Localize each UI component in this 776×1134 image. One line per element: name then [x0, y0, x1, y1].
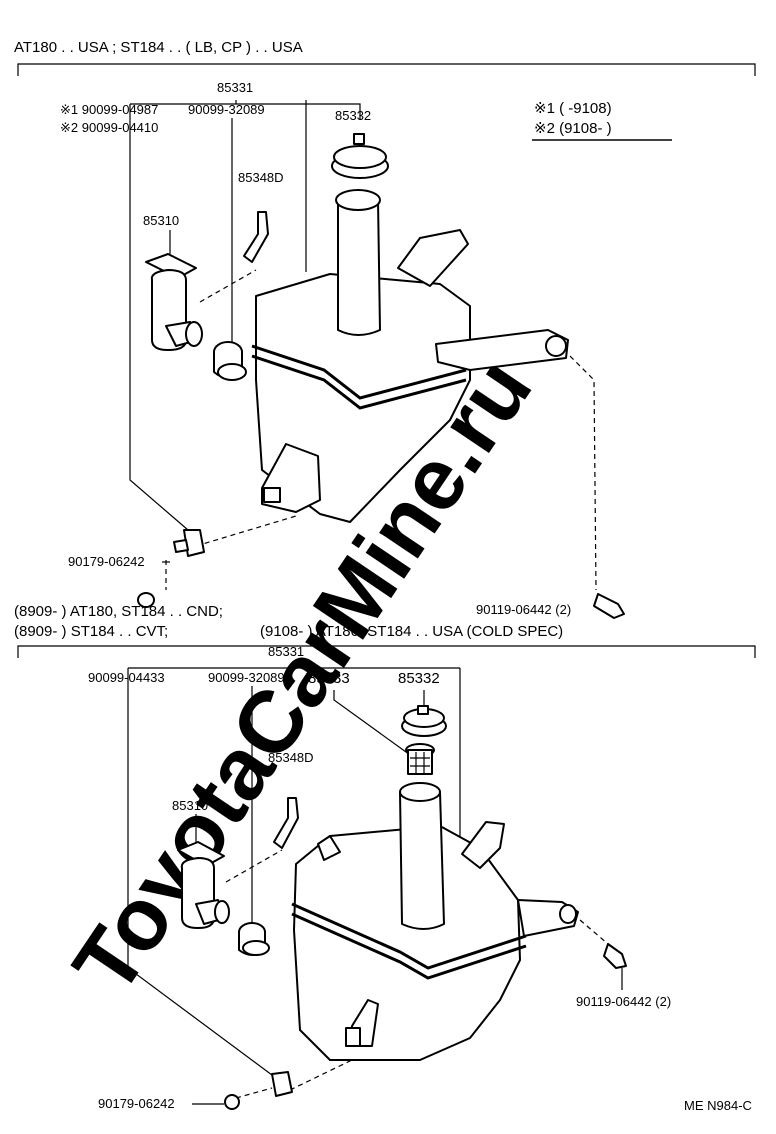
label-cap-b: 85332 [398, 670, 440, 687]
legend-note1: ※1 ( -9108) [534, 100, 612, 117]
label-bolt-b: 90119-06442 (2) [576, 994, 671, 1009]
leader-85331-b [127, 662, 461, 1079]
diagram-code: ME N984-C [684, 1098, 752, 1113]
condition-1: (8909- ) AT180, ST184 . . CND; [14, 603, 223, 620]
dash-bracket [195, 515, 297, 547]
label-note1-part: ※1 90099-04987 [60, 102, 158, 117]
condition-2a: (8909- ) ST184 . . CVT; [14, 623, 168, 640]
condition-2b: (9108- ) AT180, ST184 . . USA (COLD SPEC… [260, 623, 563, 640]
bolt-fastener-b [603, 943, 627, 969]
label-nut-b: 90179-06242 [98, 1096, 175, 1111]
section-2: (8909- ) AT180, ST184 . . CND; (8909- ) … [14, 603, 756, 1111]
washer-hose [243, 211, 269, 263]
reservoir-cap-b [401, 705, 447, 737]
dash-nut-b [235, 1087, 273, 1099]
dash-hose-pump [199, 269, 257, 303]
washer-reservoir-b [291, 782, 579, 1061]
washer-pump [145, 253, 203, 351]
section-1: AT180 . . USA ; ST184 . . ( LB, CP ) . .… [14, 39, 756, 619]
leader-85332 [306, 103, 361, 120]
label-pump-b: 85310 [172, 798, 208, 813]
leader-85331 [129, 100, 307, 531]
label-pump-bracket: 90099-04433 [88, 670, 165, 685]
reservoir-cap [331, 133, 389, 179]
bolt-fastener [593, 593, 625, 619]
dash-bolt [569, 355, 597, 591]
dash-hose-pump-b [225, 849, 283, 883]
washer-hose-b [273, 797, 299, 849]
section-1-header: AT180 . . USA ; ST184 . . ( LB, CP ) . .… [14, 39, 303, 56]
legend-note2: ※2 (9108- ) [534, 120, 612, 137]
washer-pump-b [177, 841, 230, 929]
nut-fastener [173, 539, 189, 553]
pump-grommet-b [238, 922, 270, 956]
label-pump: 85310 [143, 213, 179, 228]
label-85331-b: 85331 [268, 644, 304, 659]
label-note2-part: ※2 90099-04410 [60, 120, 158, 135]
label-grommet-b: 90099-32089 [208, 670, 285, 685]
section-1-bracket [17, 63, 756, 76]
label-hose-b: 85348D [268, 750, 314, 765]
label-hose: 85348D [238, 170, 284, 185]
strainer [405, 743, 435, 775]
bracket-clip-b [271, 1071, 293, 1097]
dash-bracket-b [289, 1059, 353, 1091]
dash-bolt-b [579, 919, 609, 945]
label-strainer: 85333 [308, 670, 350, 687]
label-85331: 85331 [217, 80, 253, 95]
label-cap: 85332 [335, 108, 371, 123]
label-grommet: 90099-32089 [188, 102, 265, 117]
washer-reservoir [251, 189, 569, 523]
leader-strainer [333, 690, 407, 753]
nut-fastener-b [224, 1094, 240, 1110]
section-2-bracket [17, 645, 756, 658]
label-nut: 90179-06242 [68, 554, 145, 569]
label-bolt: 90119-06442 (2) [476, 602, 571, 617]
nut-upper [137, 592, 155, 608]
pump-grommet [213, 341, 247, 381]
